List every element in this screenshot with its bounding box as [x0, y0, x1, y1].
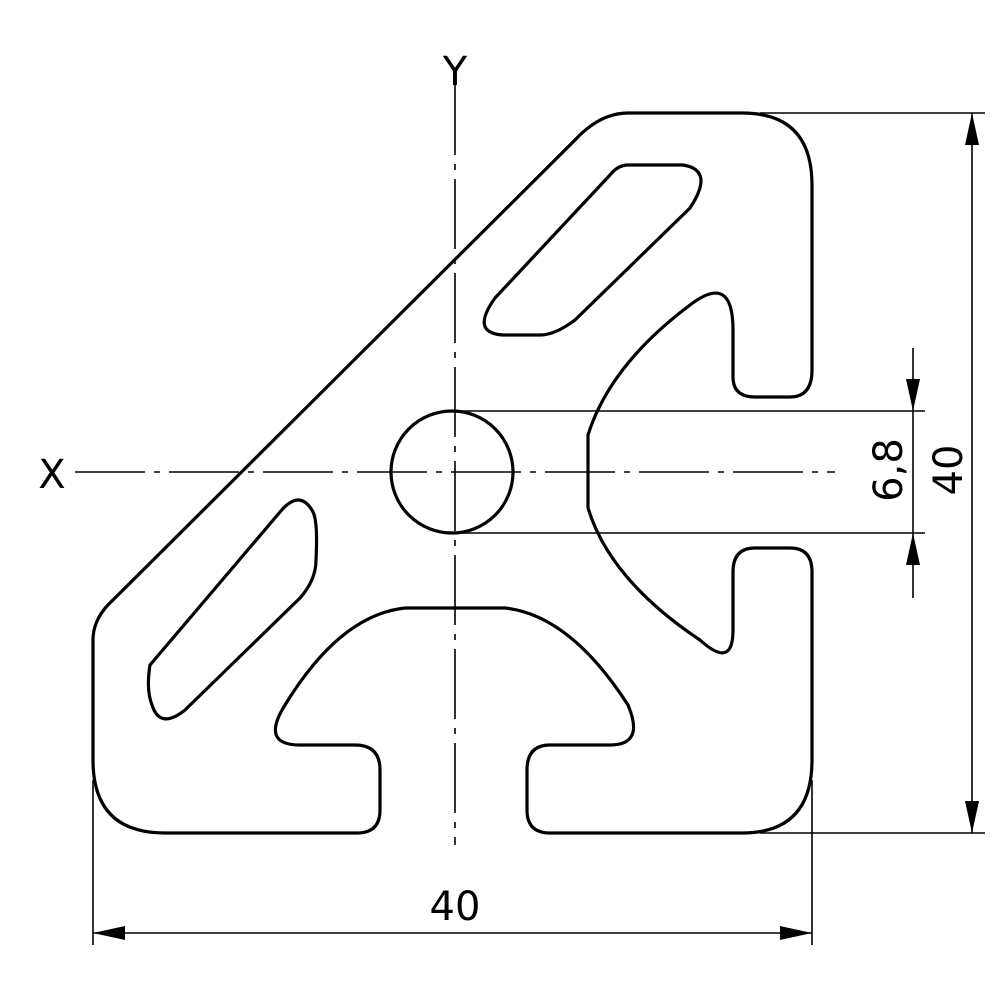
- width-dimension-label: 40: [430, 884, 481, 930]
- height-arrow-top: [965, 113, 979, 145]
- bore-dimension-label: 6,8: [866, 438, 912, 502]
- height-arrow-bottom: [965, 801, 979, 833]
- height-dimension-label: 40: [926, 445, 972, 496]
- x-axis-label: X: [38, 452, 65, 498]
- profile-outline: [91, 111, 814, 835]
- upper-diagonal-slot: [482, 163, 703, 337]
- width-arrow-right: [780, 926, 812, 940]
- bore-arrow-top: [906, 379, 920, 411]
- y-axis-label: Y: [442, 49, 468, 95]
- width-arrow-left: [93, 926, 125, 940]
- center-bore: [389, 409, 515, 535]
- lower-diagonal-slot: [146, 498, 319, 721]
- bore-arrow-bottom: [906, 533, 920, 565]
